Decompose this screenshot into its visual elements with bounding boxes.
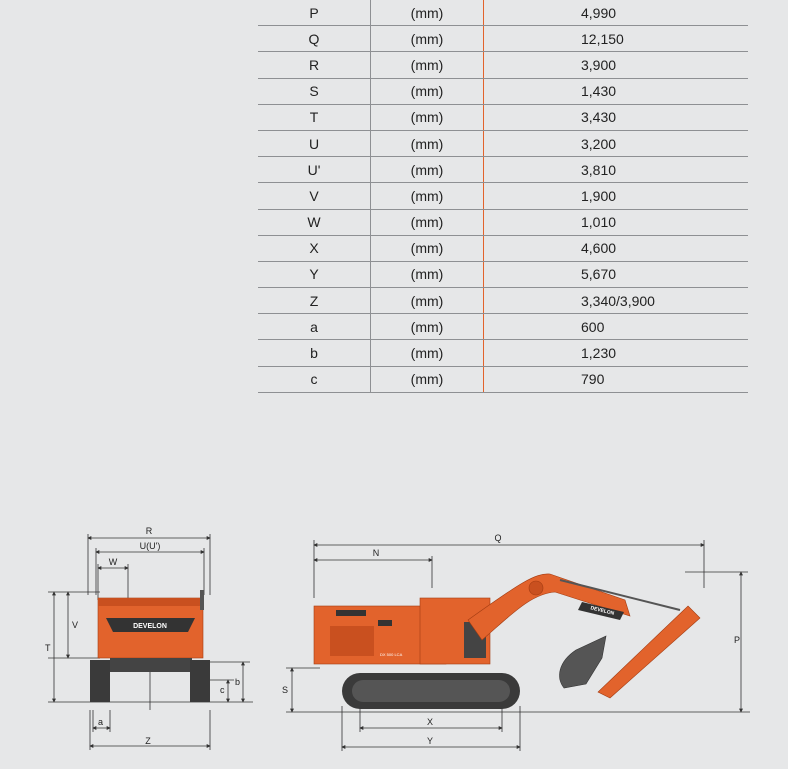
row-unit: (mm) xyxy=(370,235,484,262)
dim-label-X: X xyxy=(427,717,433,727)
table-row: Q(mm)12,150 xyxy=(258,25,748,53)
table-row: P(mm)4,990 xyxy=(258,0,748,27)
row-unit: (mm) xyxy=(370,51,484,79)
dim-label-V: V xyxy=(72,620,78,630)
table-row: Z(mm)3,340/3,900 xyxy=(258,287,748,315)
dim-label-N: N xyxy=(373,548,380,558)
row-value: 5,670 xyxy=(483,261,748,289)
table-row: T(mm)3,430 xyxy=(258,104,748,131)
row-value: 790 xyxy=(483,366,748,393)
table-row: X(mm)4,600 xyxy=(258,235,748,262)
side-machine: DX 500 LCA DEVELON xyxy=(313,573,701,709)
front-view-diagram: DEVELON R U(U') W V T c b a Z xyxy=(45,526,253,750)
row-label: a xyxy=(258,313,371,341)
row-label: R xyxy=(258,51,371,79)
table-row: S(mm)1,430 xyxy=(258,78,748,105)
dim-label-T: T xyxy=(45,643,51,653)
dim-label-S: S xyxy=(282,685,288,695)
row-value: 4,600 xyxy=(483,235,748,262)
row-label: W xyxy=(258,209,371,236)
row-label: X xyxy=(258,235,371,262)
row-unit: (mm) xyxy=(370,130,484,158)
dim-label-W: W xyxy=(109,557,118,567)
row-value: 600 xyxy=(483,313,748,341)
dim-label-Q: Q xyxy=(494,533,501,543)
side-dimension-lines xyxy=(286,540,750,751)
row-value: 3,340/3,900 xyxy=(483,287,748,315)
row-unit: (mm) xyxy=(370,0,484,27)
row-unit: (mm) xyxy=(370,182,484,210)
dim-label-U: U(U') xyxy=(140,541,161,551)
row-label: c xyxy=(258,366,371,393)
table-row: W(mm)1,010 xyxy=(258,209,748,236)
row-value: 1,430 xyxy=(483,78,748,105)
row-unit: (mm) xyxy=(370,209,484,236)
front-brand-label: DEVELON xyxy=(133,623,167,630)
row-unit: (mm) xyxy=(370,261,484,289)
dim-label-P: P xyxy=(734,635,740,645)
row-label: b xyxy=(258,339,371,367)
row-value: 3,200 xyxy=(483,130,748,158)
side-dimension-labels: Q N P S X Y xyxy=(282,533,740,746)
row-unit: (mm) xyxy=(370,366,484,393)
table-row: Y(mm)5,670 xyxy=(258,261,748,289)
row-value: 12,150 xyxy=(483,25,748,53)
row-unit: (mm) xyxy=(370,287,484,315)
row-label: U' xyxy=(258,156,371,184)
dim-label-c: c xyxy=(220,685,225,695)
row-label: S xyxy=(258,78,371,105)
row-unit: (mm) xyxy=(370,313,484,341)
row-label: Y xyxy=(258,261,371,289)
table-row: U(mm)3,200 xyxy=(258,130,748,158)
side-view-diagram: DX 500 LCA DEVELON Q N P S X Y xyxy=(282,533,750,751)
dim-label-Z: Z xyxy=(145,736,151,746)
row-unit: (mm) xyxy=(370,78,484,105)
row-value: 1,230 xyxy=(483,339,748,367)
row-value: 3,900 xyxy=(483,51,748,79)
row-value: 4,990 xyxy=(483,0,748,27)
row-label: Z xyxy=(258,287,371,315)
front-dimension-labels: R U(U') W V T c b a Z xyxy=(45,526,240,746)
table-row: a(mm)600 xyxy=(258,313,748,341)
table-row: V(mm)1,900 xyxy=(258,182,748,210)
dim-label-b: b xyxy=(235,677,240,687)
row-unit: (mm) xyxy=(370,104,484,131)
row-unit: (mm) xyxy=(370,339,484,367)
table-row: c(mm)790 xyxy=(258,366,748,393)
row-value: 3,430 xyxy=(483,104,748,131)
row-label: V xyxy=(258,182,371,210)
front-machine: DEVELON xyxy=(90,590,210,710)
row-label: U xyxy=(258,130,371,158)
table-row: R(mm)3,900 xyxy=(258,51,748,79)
table-row: U'(mm)3,810 xyxy=(258,156,748,184)
front-dimension-lines xyxy=(48,534,253,750)
row-value: 1,900 xyxy=(483,182,748,210)
dim-label-a: a xyxy=(98,717,103,727)
row-unit: (mm) xyxy=(370,156,484,184)
row-label: Q xyxy=(258,25,371,53)
dim-label-R: R xyxy=(146,526,153,536)
side-brand-label: DEVELON xyxy=(590,605,615,617)
dim-label-Y: Y xyxy=(427,736,433,746)
row-label: T xyxy=(258,104,371,131)
row-unit: (mm) xyxy=(370,25,484,53)
table-row: b(mm)1,230 xyxy=(258,339,748,367)
side-model-label: DX 500 LCA xyxy=(380,652,403,657)
row-value: 1,010 xyxy=(483,209,748,236)
row-label: P xyxy=(258,0,371,27)
row-value: 3,810 xyxy=(483,156,748,184)
